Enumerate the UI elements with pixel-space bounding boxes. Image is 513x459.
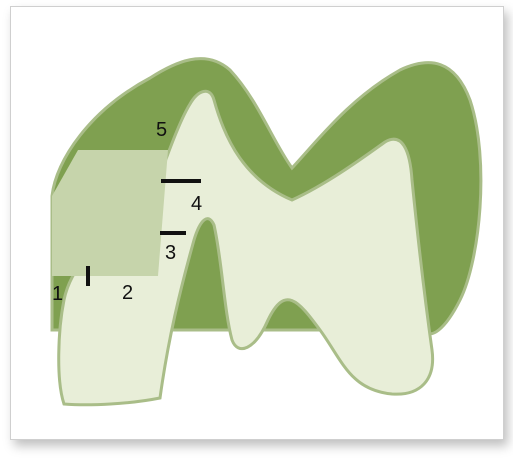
label-4: 4 xyxy=(191,193,202,215)
pulp-region xyxy=(52,150,168,276)
marker-1 xyxy=(86,266,90,286)
label-3: 3 xyxy=(165,242,176,264)
marker-4 xyxy=(161,179,201,183)
marker-3 xyxy=(160,231,186,235)
label-2: 2 xyxy=(122,282,133,304)
label-1: 1 xyxy=(52,283,63,305)
label-5: 5 xyxy=(156,119,167,141)
